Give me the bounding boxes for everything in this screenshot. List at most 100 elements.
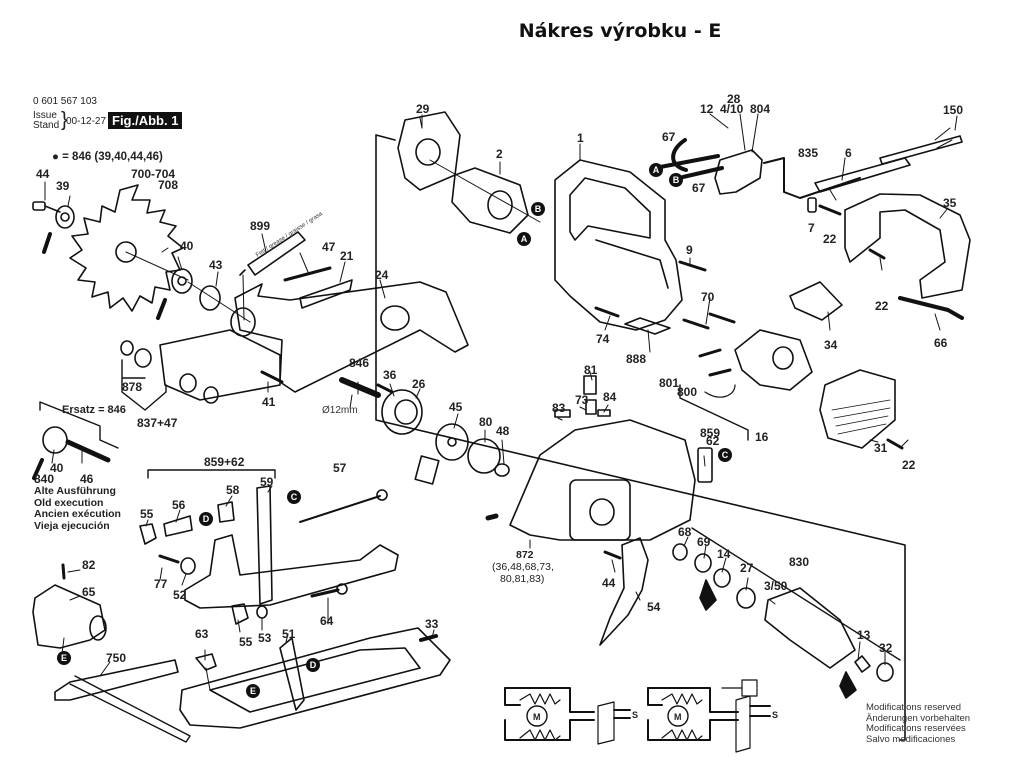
sleeve-52 [180,557,196,575]
marker-d-pin: D [199,512,213,526]
motor-label-1: M [533,712,541,722]
part-label-9: 9 [686,243,693,257]
pad-21 [299,279,353,309]
circuit-schematic-1 [504,687,631,745]
part-label-47: 47 [322,240,336,254]
cover-34 [789,281,843,321]
plate-58 [217,501,235,523]
part-label-52: 52 [173,588,187,602]
part-label-878: 878 [122,380,143,394]
part-label-22b: 22 [875,299,889,313]
part-label-51: 51 [282,627,296,641]
part-label-57: 57 [333,461,347,475]
bullet-note: ● = 846 (39,40,44,46) [52,151,163,163]
saw-blade [69,184,184,312]
part-label-34: 34 [824,338,838,352]
assembly-frame [375,134,906,741]
knob-63 [195,653,217,671]
spring-insert [414,455,440,485]
brush-holder-16 [734,329,813,391]
part-label-32: 32 [879,641,893,655]
kit-872-contents-1: (36,48,68,73, [492,561,554,573]
rod-57 [299,495,381,523]
knob-55b [231,603,249,625]
part-label-82: 82 [82,558,96,572]
part-label-53: 53 [258,631,272,645]
part-label-44: 44 [36,167,50,181]
screw-64 [310,588,340,598]
scale-51 [279,637,305,711]
part-label-39: 39 [56,179,70,193]
clamp-7 [807,197,817,213]
old-label-840: 840 [34,472,55,486]
part-label-22a: 22 [823,232,837,246]
part-label-41: 41 [262,395,276,409]
part-label-2: 2 [496,147,503,161]
pinion-45 [435,423,469,461]
part-label-73: 73 [575,393,589,407]
marker-b: B [669,173,683,187]
part-label-28: 28 [727,92,741,106]
part-label-65: 65 [82,585,96,599]
label-888 [624,317,671,335]
part-label-63: 63 [195,627,209,641]
diameter-label: Ø12mm [322,405,358,416]
motor-housing-1 [554,159,683,331]
issue-date: 00-12-27 [66,116,107,127]
wire-67b [681,166,724,179]
switch-804 [714,149,763,195]
part-label-35: 35 [943,196,957,210]
guard-54 [599,537,649,646]
part-label-14: 14 [717,547,731,561]
knob [203,386,219,404]
figure-badge: Fig./Abb. 1 [108,112,183,129]
part-label-54: 54 [647,600,661,614]
part-label-43: 43 [209,258,223,272]
angle-guide-750 [54,659,179,701]
part-label-846: 846 [349,356,370,370]
part-label-859-62: 859+62 [204,455,245,469]
motor-label-2: M [674,712,682,722]
issue-label: Issue [33,110,57,121]
old-execution-notes: Alte Ausführung Old execution Ancien exé… [34,485,121,532]
kit-872-label: 872 [516,549,534,561]
old-exec-line-fr: Ancien exécution [34,508,121,520]
part-label-45: 45 [449,400,463,414]
strip-9 [678,260,707,272]
o-ring-80 [467,438,501,474]
part-label-55b: 55 [239,635,253,649]
bolt-77 [158,554,180,564]
old-label-46: 46 [80,472,94,486]
bearing-13-bearing [854,655,871,673]
part-label-835: 835 [798,146,819,160]
supply-label-2: S [772,710,779,720]
cover-31 [819,369,896,449]
bearing-69 [694,553,712,573]
gearbox-26 [381,389,423,435]
modifications-note: Modifications reserved Änderungen vorbeh… [866,702,970,745]
part-label-1: 1 [577,131,584,145]
mod-line-en: Modifications reserved [866,702,962,713]
part-label-64: 64 [320,614,334,628]
marker-b-field: B [531,202,545,216]
armature [764,587,856,669]
bracket-29 [397,111,461,191]
marker-a: A [649,163,663,177]
marker-e-base: E [246,684,260,698]
part-label-22c: 22 [902,458,916,472]
marker-e-guide: E [57,651,71,665]
shaft-846 [339,377,381,398]
grease-tube [247,231,306,276]
screw-82 [61,563,66,580]
field-2 [451,167,529,234]
part-label-4-10: 4/10 [720,102,744,116]
guide-65 [32,584,106,649]
lever-859 [697,447,713,483]
part-label-70: 70 [701,290,715,304]
spring-47 [283,266,332,282]
spring-73 [585,399,597,415]
part-label-29: 29 [416,102,430,116]
part-label-3-50: 3/50 [764,579,788,593]
screw-22b [868,248,886,260]
